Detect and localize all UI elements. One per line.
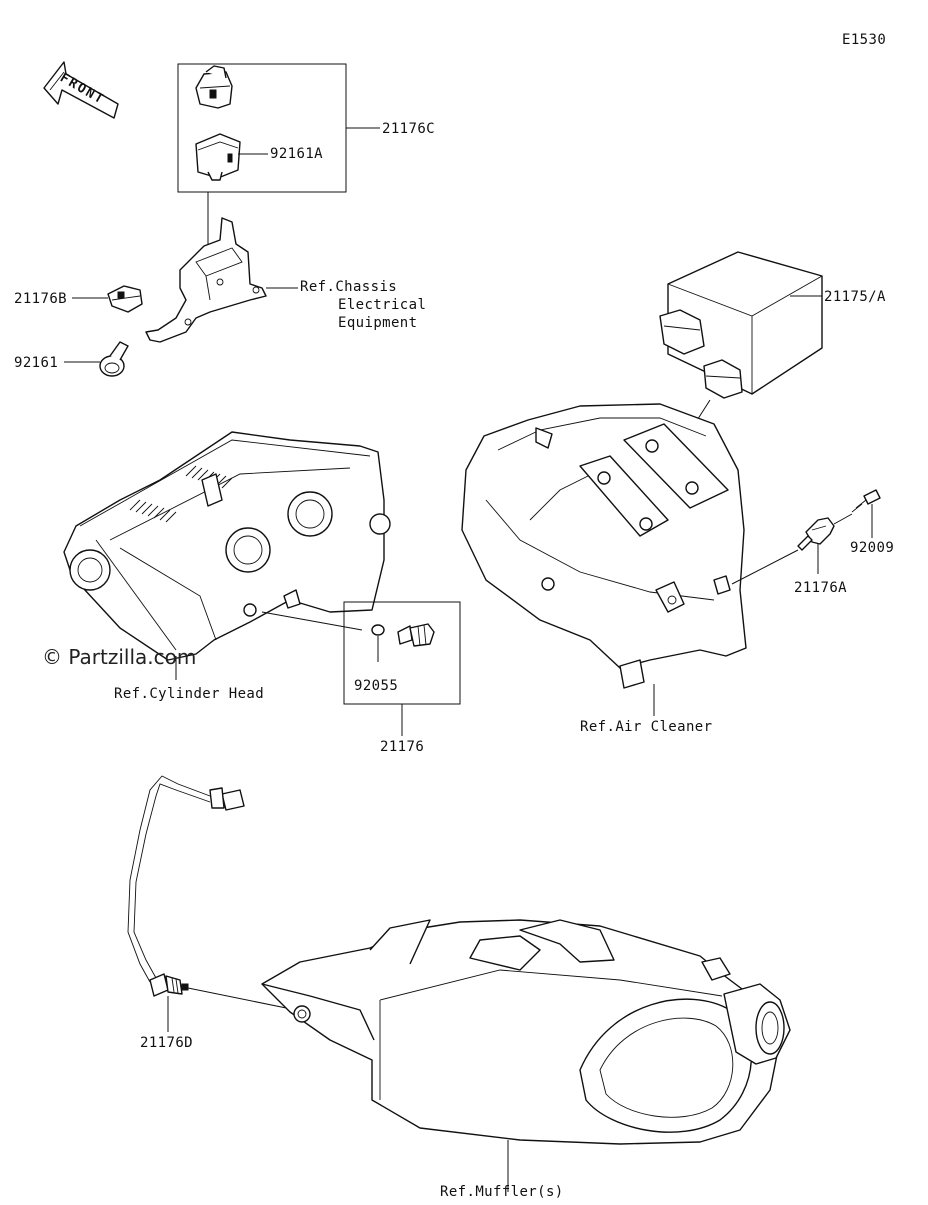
ref-chassis-line2: Electrical (338, 297, 426, 313)
chassis-bracket (145, 192, 298, 343)
part-21175A-ecu (659, 251, 823, 473)
part-21176B (72, 285, 143, 313)
air-cleaner-housing (461, 403, 747, 716)
label-92009: 92009 (850, 540, 894, 556)
part-92161 (64, 341, 129, 377)
label-21176D: 21176D (140, 1035, 193, 1051)
part-21176D (127, 775, 297, 1032)
label-21176A: 21176A (794, 580, 847, 596)
ref-muffler: Ref.Muffler(s) (440, 1184, 564, 1200)
watermark: © Partzilla.com (42, 645, 196, 669)
label-21176C: 21176C (382, 121, 435, 137)
label-21176: 21176 (380, 739, 424, 755)
ref-chassis-line3: Equipment (338, 315, 417, 331)
label-21176B: 21176B (14, 291, 67, 307)
cylinder-head (63, 431, 391, 680)
group-21176 (343, 601, 461, 736)
label-92161: 92161 (14, 355, 58, 371)
ref-cylinder-head: Ref.Cylinder Head (114, 686, 264, 702)
group-21176C (177, 63, 380, 193)
part-21176A (731, 517, 835, 585)
sensor-21176 (397, 623, 435, 647)
label-21175A: 21175/A (824, 289, 886, 305)
connector-92161A (195, 133, 241, 181)
washer-92055 (371, 624, 385, 636)
diagram-code: E1530 (842, 32, 886, 48)
label-92055: 92055 (354, 678, 398, 694)
part-92009-screw (833, 489, 881, 538)
ref-chassis-line1: Ref.Chassis (300, 279, 397, 295)
connector-upper (195, 65, 233, 109)
ref-air-cleaner: Ref.Air Cleaner (580, 719, 712, 735)
label-92161A: 92161A (270, 146, 323, 162)
front-arrow-icon: FRONT (43, 61, 119, 119)
muffler (261, 919, 791, 1192)
